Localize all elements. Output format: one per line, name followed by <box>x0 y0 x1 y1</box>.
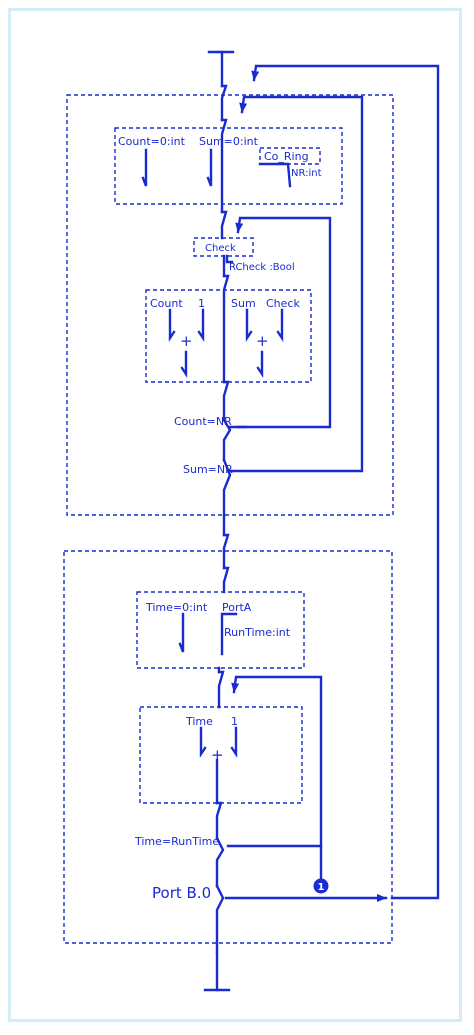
co-ring-branch <box>258 162 292 188</box>
outer-loop-box-2 <box>63 550 393 944</box>
rcheck-branch <box>225 254 234 264</box>
add2-one-in <box>230 726 238 758</box>
step-badge <box>313 878 329 894</box>
spine-zigzag-5 <box>222 380 230 422</box>
count-nr-label: Count=NR <box>174 415 232 428</box>
init1-sum-label: Sum=0:int <box>199 135 259 148</box>
loop-port-b0 <box>251 64 440 900</box>
co-ring-label: Co_Ring <box>264 150 309 163</box>
sum-nr-switch <box>222 458 232 537</box>
nr-int-label: NR:int <box>291 168 322 179</box>
spine-zigzag-3 <box>220 210 228 240</box>
add1-count-label: Count <box>150 297 183 310</box>
port-b0-switch <box>215 884 225 954</box>
add1-check-in <box>276 308 284 342</box>
time-runtime-label: Time=RunTime <box>134 835 219 848</box>
init2-porta-label: PortA <box>222 601 252 614</box>
spine-zigzag-7 <box>222 566 230 594</box>
init1-count-label: Count=0:int <box>118 135 186 148</box>
add2-time-in <box>199 726 207 758</box>
spine-zigzag-4 <box>222 274 230 384</box>
loop-count-nr <box>228 216 332 429</box>
sum-branch <box>206 148 213 187</box>
port-b0-label: Port B.0 <box>152 884 211 902</box>
add2-plus: + <box>211 746 224 764</box>
count-nr-switch <box>222 418 232 462</box>
add1-count-in <box>168 308 176 342</box>
loop-time-runtime <box>226 675 323 848</box>
add1-one-label: 1 <box>198 297 205 310</box>
add1-plus-left: + <box>180 332 193 350</box>
co-ring-box <box>259 147 321 165</box>
spine-zigzag-2 <box>220 118 228 214</box>
count-branch <box>141 148 148 187</box>
add1-count-out <box>180 350 188 378</box>
outer-loop-box-1 <box>66 94 394 516</box>
add1-sum-out <box>256 350 264 378</box>
add2-time-label: Time <box>185 715 213 728</box>
spine-zigzag-6 <box>222 533 230 570</box>
rcheck-bool-label: RCheck :Bool <box>229 262 295 273</box>
runtime-int-label: RunTime:int <box>224 626 291 639</box>
time-runtime-switch <box>215 836 225 888</box>
add2-one-label: 1 <box>231 715 238 728</box>
add1-check-label: Check <box>266 297 300 310</box>
porta-branch <box>220 612 238 656</box>
spine-zigzag-9 <box>215 801 223 840</box>
init-box-2 <box>136 591 305 669</box>
loop-sum-nr <box>228 95 364 473</box>
diagram-border <box>8 8 462 1022</box>
add1-plus-right: + <box>256 332 269 350</box>
add1-sum-label: Sum <box>231 297 256 310</box>
sum-nr-label: Sum=NR <box>183 463 233 476</box>
add1-one-in <box>197 308 205 342</box>
spine-zigzag-8 <box>217 670 225 709</box>
step-badge-label: 1 <box>318 882 325 893</box>
init2-time-label: Time=0:int <box>145 601 208 614</box>
spine-zigzag-1 <box>220 84 228 122</box>
time-branch <box>178 612 185 653</box>
add1-sum-in <box>245 308 253 342</box>
init-box-1 <box>114 127 343 205</box>
check-label: Check <box>205 243 236 254</box>
